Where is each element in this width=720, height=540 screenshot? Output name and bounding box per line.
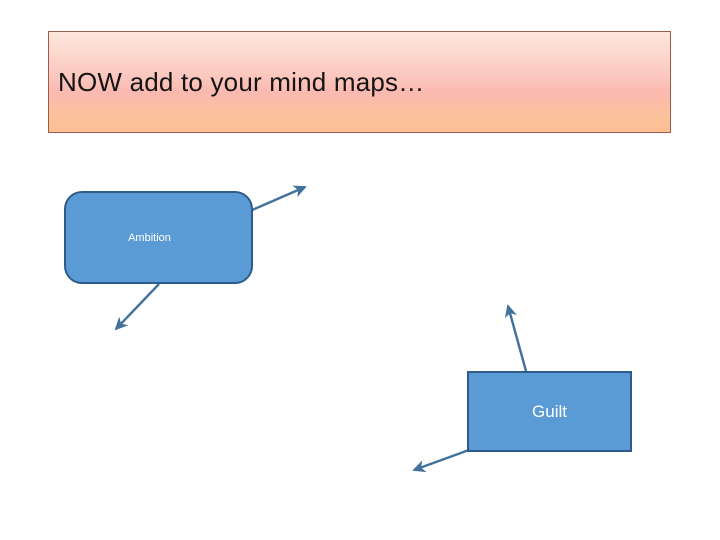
title-banner: NOW add to your mind maps… <box>48 31 671 133</box>
node-ambition-label: Ambition <box>128 232 171 244</box>
node-guilt[interactable]: Guilt <box>467 371 632 452</box>
node-guilt-label: Guilt <box>532 401 567 421</box>
connector-ambition-up-right <box>251 185 307 212</box>
page-title: NOW add to your mind maps… <box>58 67 425 97</box>
connector-guilt-up-left <box>504 304 528 372</box>
node-ambition[interactable]: Ambition <box>64 191 253 284</box>
connector-guilt-down-left <box>412 448 470 473</box>
connector-ambition-down-left <box>114 283 160 331</box>
